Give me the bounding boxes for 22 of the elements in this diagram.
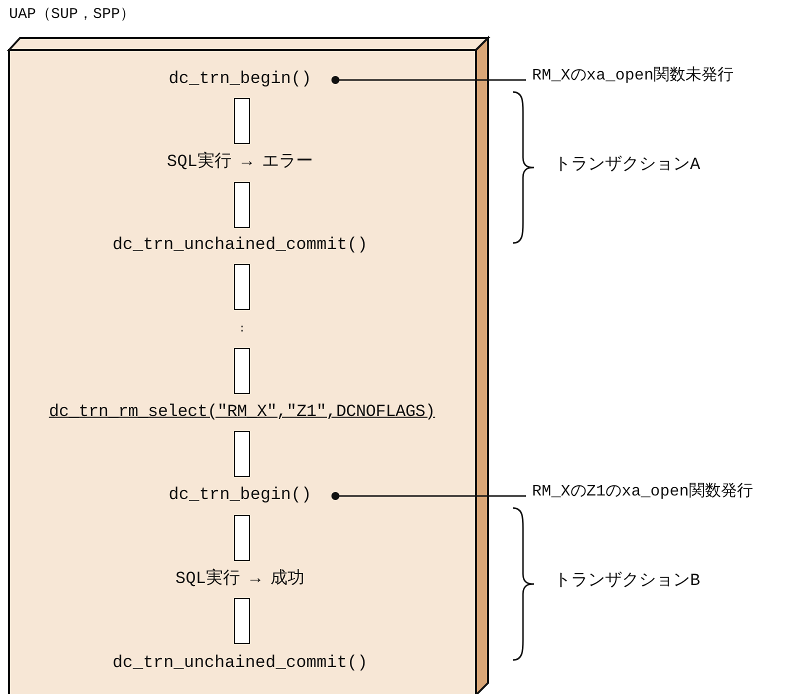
code-text: dc_trn_unchained_commit() bbox=[112, 236, 368, 256]
code-text: dc_trn_begin() bbox=[168, 70, 312, 90]
transaction-label: トランザクションA bbox=[554, 156, 700, 176]
annotation-text: RM_Xのxa_open関数未発行 bbox=[532, 66, 734, 86]
bar bbox=[234, 264, 250, 310]
code-text: SQL実行 → エラー bbox=[166, 152, 314, 174]
heading: UAP（SUP，SPP） bbox=[9, 6, 136, 24]
transaction-label: トランザクションB bbox=[554, 572, 700, 592]
code-text: dc_trn_begin() bbox=[168, 486, 312, 506]
bar bbox=[234, 348, 250, 394]
bar bbox=[234, 431, 250, 477]
annotation-text: RM_XのZ1のxa_open関数発行 bbox=[532, 482, 753, 502]
ellipsis: : bbox=[238, 323, 246, 337]
code-text: dc_trn_rm_select("RM_X","Z1",DCNOFLAGS) bbox=[48, 402, 436, 424]
leader-line bbox=[331, 76, 526, 84]
bar bbox=[234, 598, 250, 644]
code-text: SQL実行 → 成功 bbox=[175, 570, 305, 590]
bar bbox=[234, 182, 250, 228]
bar bbox=[234, 515, 250, 561]
leader-line bbox=[331, 492, 526, 500]
code-text: dc_trn_unchained_commit() bbox=[112, 654, 368, 674]
bar bbox=[234, 98, 250, 144]
